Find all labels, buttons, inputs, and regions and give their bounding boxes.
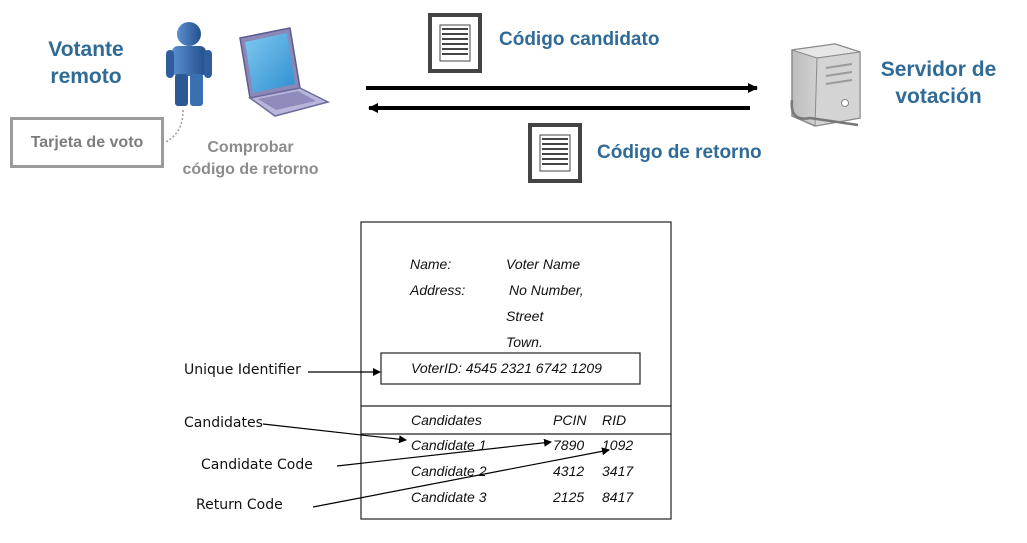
server-title: Servidor de votación [880, 58, 997, 108]
voter-id: VoterID: 4545 2321 6742 1209 [411, 360, 602, 376]
document-icon [428, 13, 482, 73]
table-row-pcin: 2125 [553, 489, 585, 505]
name-value: Voter Name [506, 256, 581, 272]
arrow-candidate-code [336, 438, 552, 467]
voter-title: Votante remoto [48, 38, 124, 88]
name-label: Name: [410, 256, 452, 272]
table-row-rid: 3417 [602, 463, 634, 479]
person-icon [166, 22, 212, 106]
return-code-label: Código de retorno [597, 142, 762, 163]
address-line: Town. [506, 334, 543, 350]
table-row-candidate: Candidate 1 [411, 437, 487, 453]
ballot-card-box: Tarjeta de voto [10, 117, 164, 168]
voter-id-box [380, 352, 641, 385]
annotation-unique-identifier: Unique Identifier [184, 362, 301, 378]
annotation-return-code: Return Code [196, 497, 283, 513]
annotation-candidate-code: Candidate Code [201, 457, 313, 473]
person-card-connector [165, 109, 184, 143]
address-label: Address: [410, 282, 466, 298]
arrow-return-code [312, 447, 610, 508]
address-line: No Number, [509, 282, 584, 298]
table-row-rid: 8417 [602, 489, 634, 505]
table-header-pcin: PCIN [553, 412, 587, 428]
address-line: Street [506, 308, 544, 324]
table-row-candidate: Candidate 2 [411, 463, 487, 479]
table-header-rid: RID [602, 412, 627, 428]
ballot-card-label: Tarjeta de voto [30, 133, 144, 151]
table-row-rid: 1092 [602, 437, 634, 453]
candidate-code-label: Código candidato [499, 29, 660, 50]
table-row-pcin: 7890 [553, 437, 585, 453]
server-computer-icon [790, 43, 861, 127]
check-return-code-label: Comprobar código de retorno [182, 139, 319, 178]
arrow-candidates [262, 423, 407, 444]
document-icon [528, 123, 582, 183]
table-row-pcin: 4312 [553, 463, 585, 479]
annotation-candidates: Candidates [184, 415, 263, 431]
table-row-candidate: Candidate 3 [411, 489, 487, 505]
laptop-icon [239, 27, 331, 117]
voting-card-frame [360, 221, 672, 520]
table-header-candidates: Candidates [411, 412, 482, 428]
